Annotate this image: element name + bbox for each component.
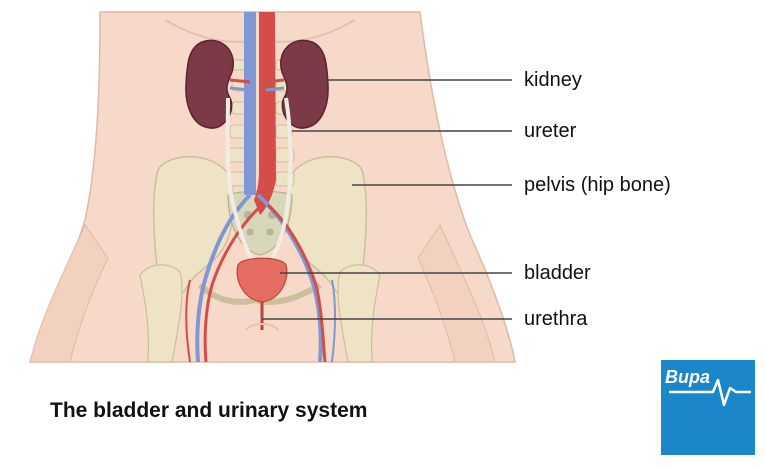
label-kidney: kidney bbox=[524, 69, 582, 91]
aorta bbox=[254, 12, 276, 215]
bupa-logo-text: Bupa bbox=[665, 367, 710, 387]
left-arm bbox=[29, 223, 109, 363]
right-arm bbox=[417, 223, 496, 363]
kidney-right bbox=[280, 39, 329, 129]
pelvis-right bbox=[285, 156, 368, 296]
diagram-title: The bladder and urinary system bbox=[50, 399, 368, 422]
femur-left bbox=[139, 264, 183, 363]
heartbeat-icon bbox=[669, 378, 751, 407]
label-bladder: bladder bbox=[524, 262, 591, 284]
bladder-organ bbox=[236, 257, 288, 303]
label-urethra: urethra bbox=[524, 308, 588, 330]
vena-cava bbox=[244, 12, 256, 195]
ureter-left bbox=[225, 97, 260, 270]
femur-right bbox=[337, 264, 381, 363]
spine bbox=[227, 59, 295, 187]
label-ureter: ureter bbox=[524, 120, 577, 142]
bupa-logo: Bupa bbox=[661, 360, 755, 455]
label-pelvis: pelvis (hip bone) bbox=[524, 174, 671, 196]
ureter-right bbox=[264, 97, 293, 270]
